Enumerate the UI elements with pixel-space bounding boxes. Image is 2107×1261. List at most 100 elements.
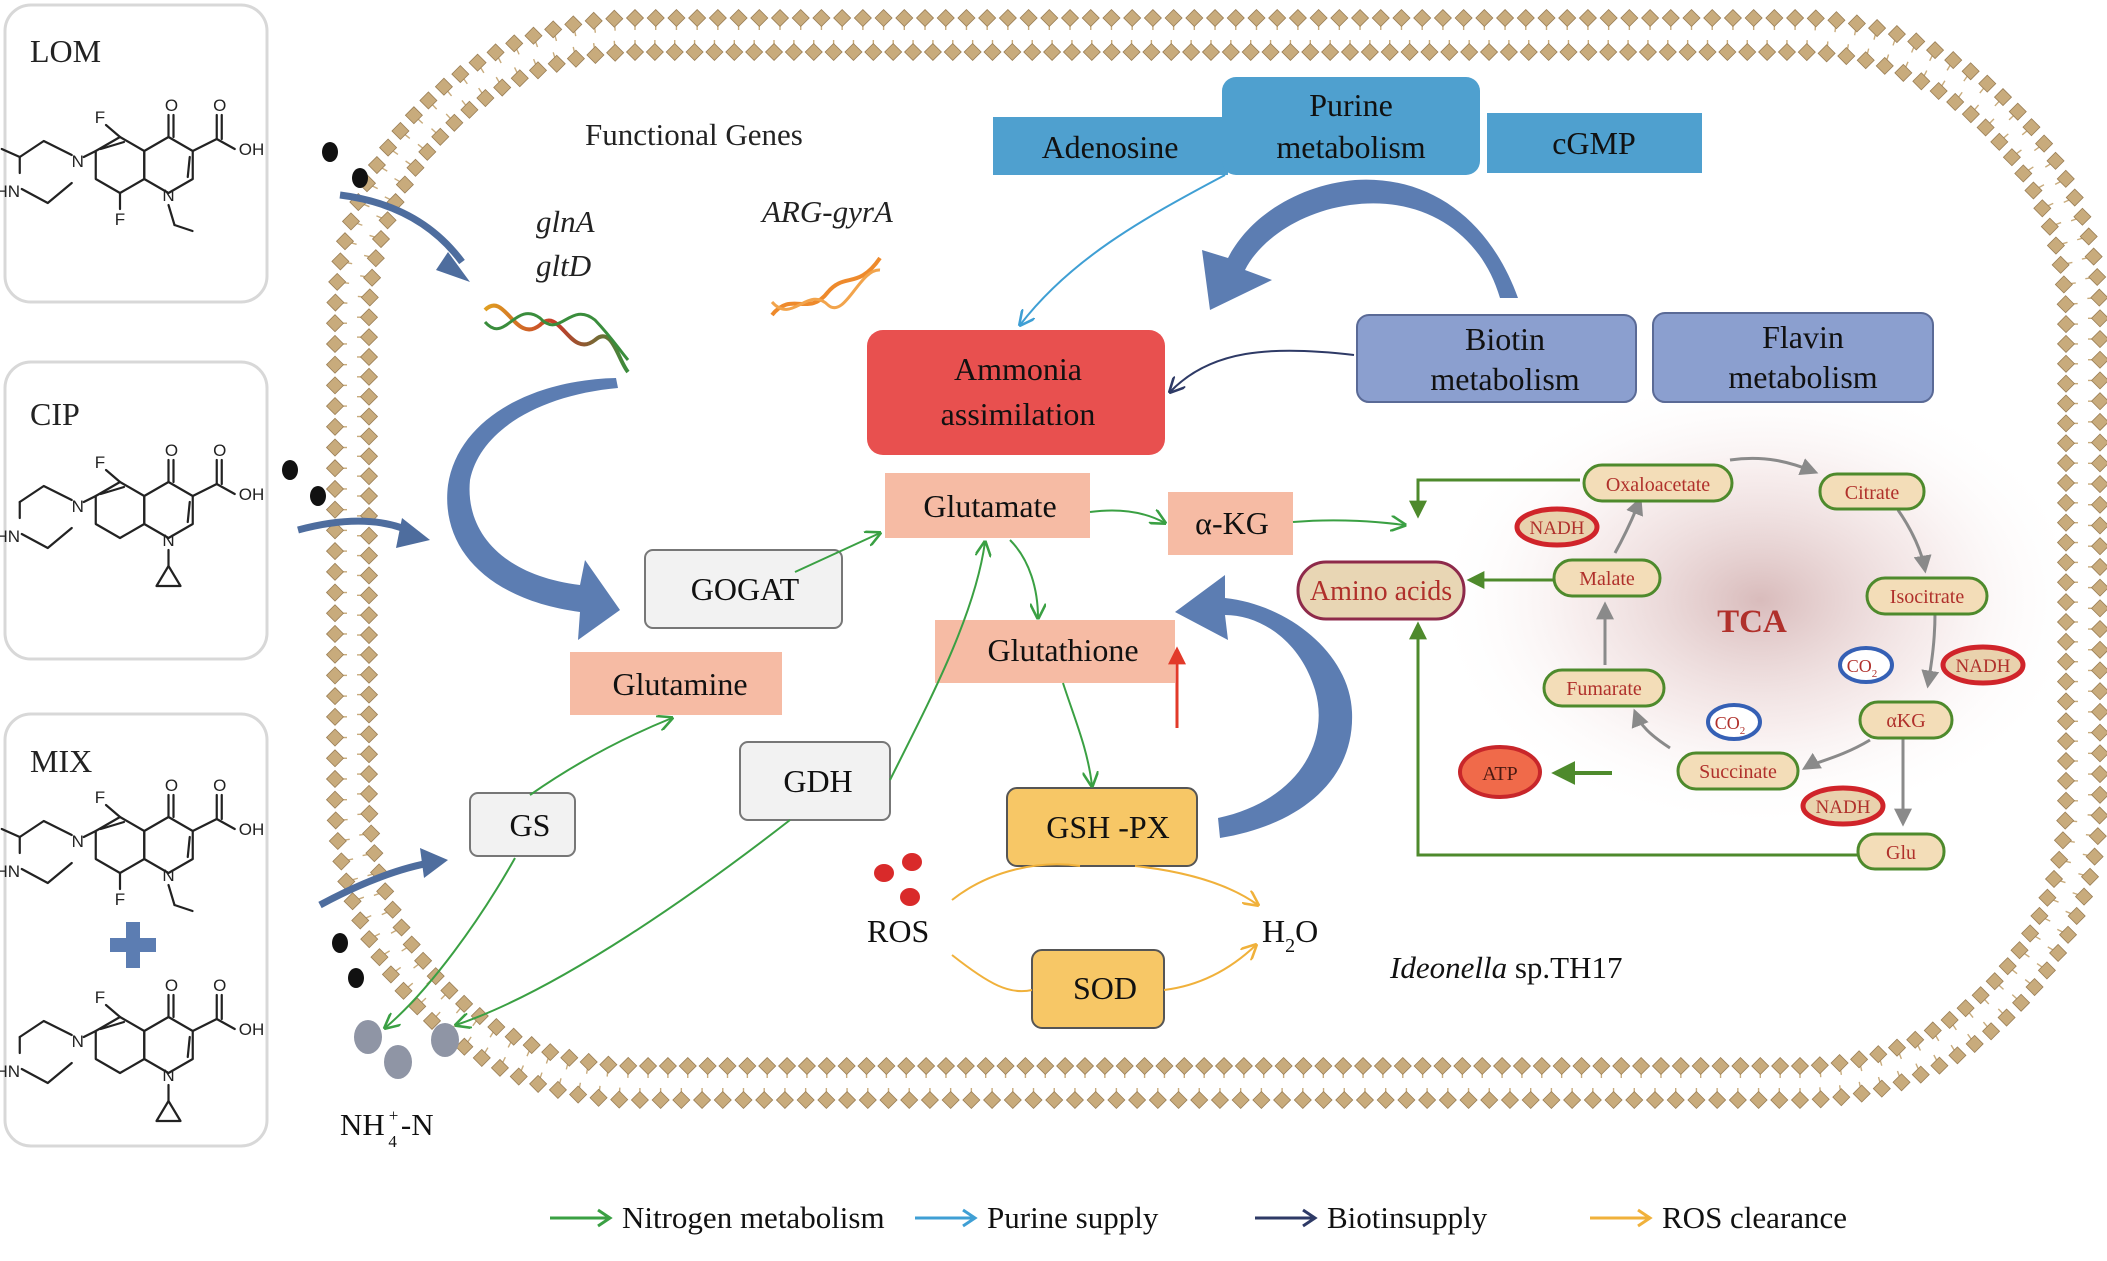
- glutamate-box: Glutamate: [885, 473, 1090, 538]
- svg-text:SOD: SOD: [1073, 970, 1137, 1006]
- svg-text:O: O: [213, 441, 226, 460]
- sod-box: SOD: [1032, 950, 1164, 1028]
- drug-label-mix: MIX: [30, 743, 92, 779]
- svg-text:HN: HN: [0, 182, 20, 201]
- svg-text:HN: HN: [0, 862, 20, 881]
- svg-text:ATP: ATP: [1482, 763, 1518, 785]
- svg-text:HN: HN: [0, 1062, 20, 1081]
- ros-label: ROS: [867, 913, 929, 949]
- ros-dots: [874, 853, 922, 906]
- gsh-px-box: GSH -PX: [1007, 788, 1197, 866]
- tca-isocitrate: Isocitrate: [1867, 578, 1987, 614]
- tca-atp: ATP: [1460, 747, 1540, 797]
- svg-text:N: N: [72, 832, 84, 851]
- akg-box: α-KG: [1168, 492, 1293, 555]
- svg-text:Citrate: Citrate: [1845, 482, 1900, 504]
- tca-nadh-2: NADH: [1943, 647, 2023, 683]
- tca-title: TCA: [1717, 604, 1787, 640]
- tca-succinate: Succinate: [1678, 753, 1798, 789]
- gene-arg-gyra: ARG-gyrA: [760, 194, 894, 229]
- legend-label: Purine supply: [987, 1200, 1159, 1235]
- svg-text:Oxaloacetate: Oxaloacetate: [1606, 474, 1710, 496]
- svg-text:HN: HN: [0, 527, 20, 546]
- svg-text:α-KG: α-KG: [1195, 505, 1269, 541]
- svg-text:O: O: [213, 976, 226, 995]
- gdh-box: GDH: [740, 742, 890, 820]
- purine-group: Adenosine cGMP Purine metabolism: [993, 77, 1702, 175]
- svg-text:Succinate: Succinate: [1699, 761, 1777, 783]
- tca-co2-2: CO2: [1708, 705, 1760, 739]
- svg-text:N: N: [162, 186, 174, 205]
- legend-item: Biotinsupply: [1255, 1200, 1488, 1235]
- organism-label: Ideonella sp.TH17: [1389, 950, 1622, 985]
- svg-text:assimilation: assimilation: [941, 396, 1096, 432]
- gene-gltd: gltD: [536, 248, 591, 283]
- tca-glu: Glu: [1858, 834, 1944, 869]
- legend-label: ROS clearance: [1662, 1200, 1847, 1235]
- svg-text:O: O: [165, 441, 178, 460]
- svg-text:Ammonia: Ammonia: [954, 351, 1082, 387]
- svg-text:metabolism: metabolism: [1430, 361, 1579, 397]
- svg-text:OH: OH: [239, 820, 265, 839]
- tca-oxaloacetate: Oxaloacetate: [1584, 465, 1732, 501]
- tca-malate: Malate: [1554, 560, 1660, 596]
- svg-text:Flavin: Flavin: [1762, 319, 1844, 355]
- glutamine-box: Glutamine: [570, 652, 782, 715]
- ammonium-dots: [354, 1020, 459, 1079]
- adenosine-label: Adenosine: [1042, 129, 1179, 165]
- svg-text:NADH: NADH: [1816, 797, 1871, 818]
- svg-text:O: O: [213, 776, 226, 795]
- glutathione-box: Glutathione: [935, 620, 1175, 683]
- drug-entry-arrows: [282, 142, 470, 988]
- tca-fumarate: Fumarate: [1544, 670, 1664, 706]
- cgmp-label: cGMP: [1552, 125, 1636, 161]
- svg-text:Amino acids: Amino acids: [1310, 576, 1452, 607]
- svg-text:OH: OH: [239, 140, 265, 159]
- dna-helix-icon: [485, 306, 628, 372]
- svg-text:O: O: [165, 96, 178, 115]
- svg-text:OH: OH: [239, 485, 265, 504]
- svg-text:metabolism: metabolism: [1728, 359, 1877, 395]
- tca-nadh-3: NADH: [1803, 788, 1883, 824]
- svg-text:Isocitrate: Isocitrate: [1890, 586, 1965, 608]
- svg-text:N: N: [72, 1032, 84, 1051]
- gene-glna: glnA: [536, 204, 596, 239]
- gogat-box: GOGAT: [645, 550, 842, 628]
- flavin-box: Flavin metabolism: [1653, 313, 1933, 402]
- amino-acids-pill: Amino acids: [1298, 562, 1464, 619]
- svg-text:F: F: [95, 788, 105, 807]
- gs-box: GS: [470, 793, 575, 856]
- svg-text:GSH -PX: GSH -PX: [1046, 809, 1170, 845]
- svg-text:O: O: [165, 976, 178, 995]
- drug-label-cip: CIP: [30, 396, 80, 432]
- svg-text:OH: OH: [239, 1020, 265, 1039]
- svg-text:F: F: [95, 988, 105, 1007]
- svg-text:N: N: [162, 1066, 174, 1085]
- svg-text:F: F: [95, 453, 105, 472]
- svg-text:F: F: [115, 210, 125, 229]
- functional-genes-title: Functional Genes: [585, 117, 803, 152]
- svg-text:Fumarate: Fumarate: [1566, 678, 1642, 700]
- purine-metabolism-label: Purine: [1309, 87, 1393, 123]
- biotin-box: Biotin metabolism: [1357, 315, 1636, 402]
- svg-text:Glutathione: Glutathione: [987, 632, 1138, 668]
- legend-item: Purine supply: [915, 1200, 1159, 1235]
- svg-text:F: F: [95, 108, 105, 127]
- svg-text:Glu: Glu: [1886, 842, 1916, 864]
- tca-co2-1: CO2: [1840, 648, 1892, 682]
- legend-label: Biotinsupply: [1327, 1200, 1488, 1235]
- svg-text:Glutamate: Glutamate: [923, 488, 1056, 524]
- svg-text:N: N: [72, 152, 84, 171]
- svg-text:N: N: [162, 866, 174, 885]
- drug-panel-lom: LOM: [5, 5, 267, 302]
- svg-text:NADH: NADH: [1956, 656, 2011, 677]
- svg-text:GS: GS: [510, 807, 551, 843]
- svg-text:F: F: [115, 890, 125, 909]
- ammonium-label: NH+4-N: [340, 1106, 434, 1151]
- svg-text:N: N: [72, 497, 84, 516]
- svg-text:αKG: αKG: [1886, 710, 1925, 732]
- svg-text:O: O: [165, 776, 178, 795]
- tca-nadh-1: NADH: [1517, 509, 1597, 545]
